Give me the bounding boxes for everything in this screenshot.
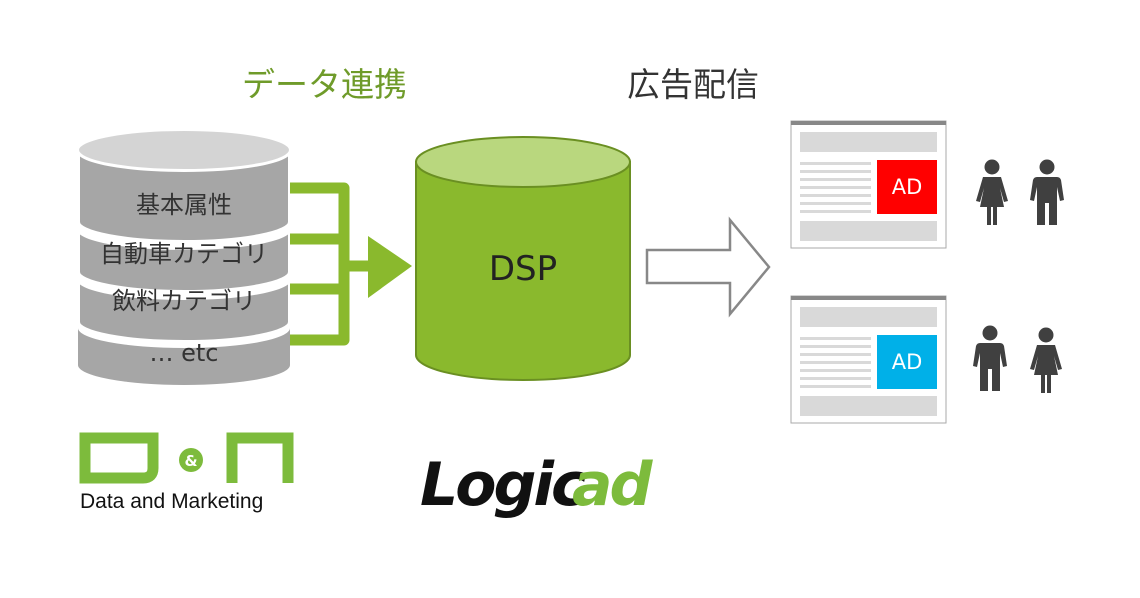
man-icon [1030, 159, 1064, 225]
data-link-connector [290, 182, 372, 346]
ad-banner-red [877, 160, 937, 214]
db-layer-label: 飲料カテゴリ [112, 287, 256, 315]
db-layer-3 [76, 277, 292, 344]
ad-label: AD [892, 350, 923, 374]
woman-icon [976, 159, 1008, 225]
ad-webpage-2: AD [790, 295, 947, 424]
logicad-logo: Logic ad [420, 450, 656, 520]
db-layer-label: 自動車カテゴリ [100, 240, 268, 268]
db-layer-label: 基本属性 [136, 191, 232, 219]
ad-banner-blue [877, 335, 937, 389]
dm-logo-tagline: Data and Marketing [80, 490, 264, 513]
db-layer-4 [78, 328, 290, 385]
dsp-label: DSP [489, 249, 557, 289]
ad-webpage-1: AD [790, 120, 947, 249]
man-icon [973, 325, 1007, 391]
dm-logo-ampersand: & [184, 452, 197, 470]
dm-logo [79, 432, 294, 484]
dm-logo-ampersand-badge [179, 448, 203, 472]
source-database: 基本属性 自動車カテゴリ 飲料カテゴリ … etc [76, 129, 292, 385]
dsp-cylinder: DSP [415, 136, 631, 381]
woman-icon [1030, 327, 1062, 393]
db-layer-label: … etc [150, 339, 219, 367]
logicad-logo-ad: ad [572, 450, 653, 520]
heading-ad-delivery: 広告配信 [627, 65, 759, 104]
data-link-arrow-icon [368, 236, 412, 298]
dm-logo-d-shape [79, 432, 159, 484]
logicad-logo-logic: Logic [420, 450, 586, 520]
delivery-arrow-icon [645, 216, 771, 318]
db-layer-2 [76, 227, 292, 294]
heading-data-link: データ連携 [242, 65, 407, 104]
ad-label: AD [892, 175, 923, 199]
db-top [77, 129, 291, 171]
dm-logo-m-shape [226, 432, 294, 483]
